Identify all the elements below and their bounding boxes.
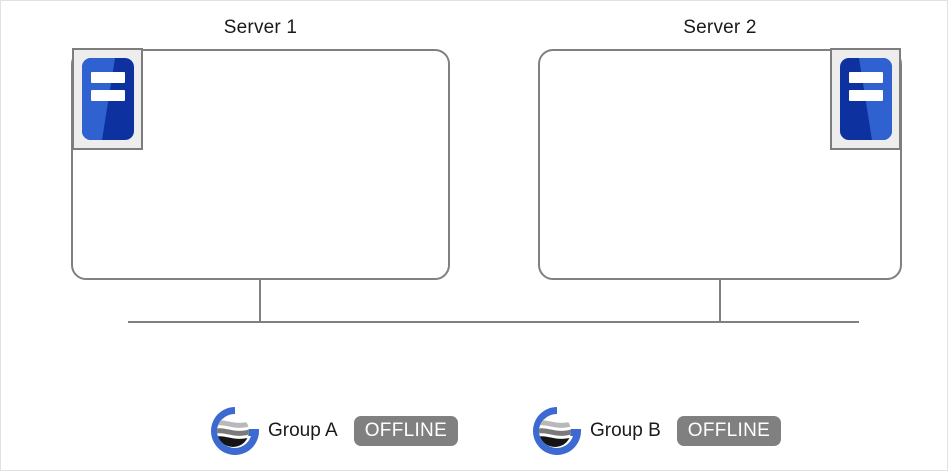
- server-icon-bar-top: [90, 72, 125, 83]
- server-1-title: Server 1: [223, 17, 298, 38]
- group-b-status-badge: OFFLINE: [676, 416, 782, 446]
- group-b-entry[interactable]: Group B OFFLINE: [531, 405, 782, 457]
- group-a-label: Group A: [268, 420, 338, 441]
- group-a-entry[interactable]: Group A OFFLINE: [209, 405, 459, 457]
- server-1-connector: [259, 280, 261, 322]
- group-globe-icon: [533, 407, 581, 455]
- network-bus-line: [128, 321, 859, 323]
- server-2-title: Server 2: [683, 17, 757, 38]
- server-icon-bar-bottom: [90, 90, 125, 101]
- group-b-label: Group B: [590, 420, 661, 441]
- server-2-icon-frame[interactable]: [830, 48, 901, 150]
- group-globe-icon: [211, 407, 259, 455]
- server-icon-bar-top: [848, 72, 883, 83]
- server-icon: [81, 58, 134, 140]
- server-1-icon-frame[interactable]: [72, 48, 143, 150]
- group-a-status-badge: OFFLINE: [353, 416, 459, 446]
- server-icon-bar-bottom: [848, 90, 883, 101]
- server-2-connector: [719, 280, 721, 322]
- server-icon: [839, 58, 892, 140]
